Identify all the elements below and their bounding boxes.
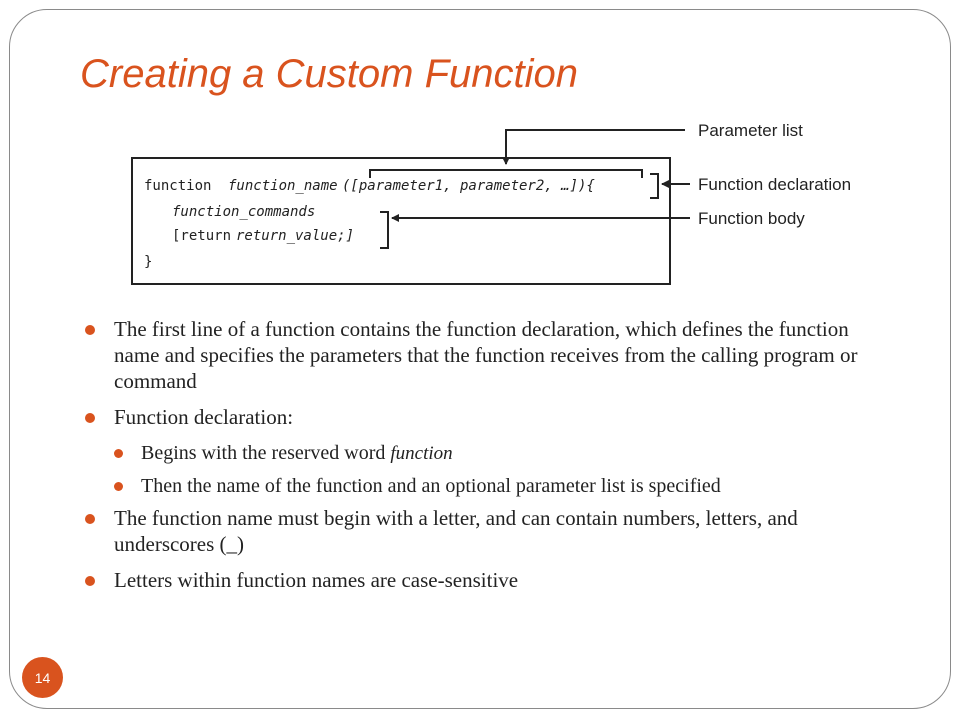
- bullet-item: Function declaration:: [82, 404, 882, 430]
- bullet-item: Letters within function names are case-s…: [82, 567, 882, 593]
- reserved-word: function: [390, 443, 453, 464]
- function-syntax-diagram: function function_name ([parameter1, par…: [131, 121, 851, 285]
- code-return-keyword: [return: [172, 228, 231, 244]
- code-return-value: return_value;]: [236, 228, 354, 244]
- bullet-text: Then the name of the function and an opt…: [141, 475, 721, 497]
- code-parameters: ([parameter1, parameter2, …]){: [342, 178, 595, 194]
- parameter-list-arrow: [502, 129, 685, 165]
- code-function-name: function_name: [228, 178, 338, 194]
- bullet-text: Function declaration:: [114, 405, 294, 429]
- bullet-item: The first line of a function contains th…: [82, 316, 882, 394]
- sub-bullet-item: Then the name of the function and an opt…: [109, 473, 882, 499]
- code-function-commands: function_commands: [172, 204, 315, 220]
- page-number-badge: 14: [22, 657, 63, 698]
- sub-bullet-item: Begins with the reserved word function: [109, 440, 882, 467]
- bullet-text: The function name must begin with a lett…: [114, 506, 798, 556]
- page-number: 14: [34, 669, 51, 686]
- code-closing-brace: }: [144, 254, 152, 270]
- bullet-item: The function name must begin with a lett…: [82, 505, 882, 557]
- label-function-body: Function body: [698, 209, 805, 228]
- code-function-keyword: function: [144, 178, 211, 194]
- label-function-declaration: Function declaration: [698, 175, 851, 194]
- slide-frame: [9, 9, 951, 709]
- bullet-text: The first line of a function contains th…: [114, 317, 858, 393]
- declaration-bracket: [650, 173, 659, 199]
- slide-title: Creating a Custom Function: [80, 52, 579, 96]
- code-box: [131, 157, 671, 285]
- label-parameter-list: Parameter list: [698, 121, 803, 140]
- bullet-text: Begins with the reserved word: [141, 442, 391, 464]
- body-bracket: [380, 211, 389, 249]
- bullet-text: Letters within function names are case-s…: [114, 568, 519, 592]
- bullet-list: The first line of a function contains th…: [82, 316, 882, 603]
- parameter-bracket: [369, 169, 643, 178]
